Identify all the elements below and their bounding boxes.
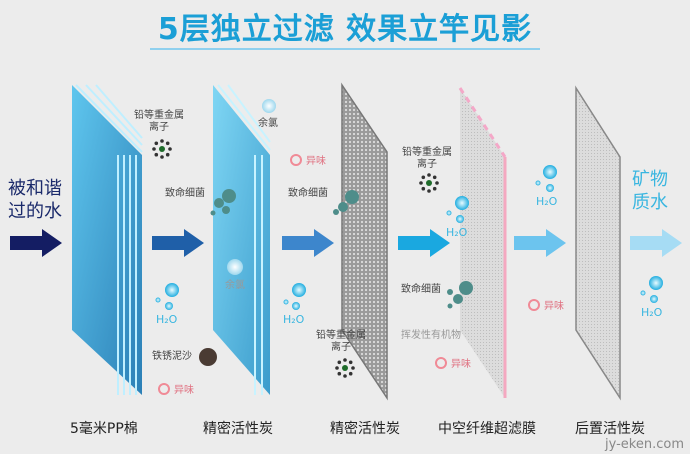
bacteria-note: 致命细菌 [288, 188, 328, 199]
post-carbon-filter [575, 85, 621, 401]
odor-note: 异味 [290, 152, 326, 167]
stage-label-carbon-1: 精密活性炭 [203, 421, 273, 437]
rust-note: 铁锈泥沙 [152, 351, 192, 362]
flow-arrow-icon [10, 229, 62, 257]
chlorine-note: 余氯 [258, 118, 278, 129]
voc-note: 挥发性有机物 [401, 330, 461, 341]
flow-arrow-icon [514, 229, 566, 257]
odor-note: 异味 [158, 381, 194, 396]
odor-note: 异味 [435, 355, 471, 370]
chlorine-note: 余氯 [225, 280, 245, 291]
heavy-metal-note: 铅等重金属离子 [134, 110, 184, 134]
heavy-metal-icon [152, 139, 172, 159]
note-line: 离子 [149, 122, 169, 133]
flow-arrow-icon [630, 229, 682, 257]
bacteria-icon [333, 190, 359, 215]
stage-label-pp: 5毫米PP棉 [70, 421, 138, 437]
water-molecule-icon [535, 165, 557, 192]
carbon-filter-2 [341, 82, 388, 401]
chlorine-icon [262, 99, 276, 113]
water-molecule-icon [640, 276, 663, 303]
h2o-label: H₂O [536, 195, 558, 208]
note-line: 离子 [417, 159, 437, 170]
note-line: 铅等重金属 [402, 147, 452, 158]
flow-arrow-icon [152, 229, 204, 257]
title-underline [150, 48, 540, 50]
bacteria-note: 致命细菌 [401, 284, 441, 295]
heavy-metal-icon [335, 358, 355, 378]
h2o-label: H₂O [156, 313, 178, 326]
input-label-line: 被和谐 [8, 178, 62, 199]
heavy-metal-note: 铅等重金属离子 [316, 330, 366, 354]
note-line: 铅等重金属 [134, 110, 184, 121]
bacteria-note: 致命细菌 [165, 188, 205, 199]
note-line: 离子 [331, 342, 351, 353]
flow-arrow-icon [282, 229, 334, 257]
odor-note: 异味 [528, 297, 564, 312]
stage-label-post-carbon: 后置活性炭 [575, 421, 645, 437]
output-water-label: 矿物 质水 [632, 168, 668, 214]
bacteria-icon [210, 189, 236, 216]
bacteria-icon [447, 281, 473, 309]
stage-label-hollow-fiber: 中空纤维超滤膜 [438, 421, 536, 437]
carbon-filter-1 [213, 84, 271, 395]
hollow-fiber-membrane [458, 87, 507, 398]
chlorine-icon [227, 259, 243, 275]
water-molecule-icon [283, 283, 306, 310]
page-title: 5层独立过滤 效果立竿见影 [157, 12, 533, 47]
output-label-line: 矿物 [632, 169, 668, 190]
flow-arrow-icon [398, 229, 450, 257]
water-molecule-icon [155, 283, 179, 310]
h2o-label: H₂O [446, 226, 468, 239]
heavy-metal-note: 铅等重金属离子 [402, 147, 452, 171]
water-molecule-icon [446, 196, 469, 223]
input-water-label: 被和谐 过的水 [8, 177, 62, 223]
pp-cotton-filter [72, 84, 143, 395]
heavy-metal-icon [419, 173, 439, 193]
watermark: jy-eken.com [605, 437, 684, 452]
h2o-label: H₂O [641, 306, 663, 319]
rust-icon [199, 348, 217, 366]
stage-label-carbon-2: 精密活性炭 [330, 421, 400, 437]
output-label-line: 质水 [632, 192, 668, 213]
input-label-line: 过的水 [8, 201, 62, 222]
note-line: 铅等重金属 [316, 330, 366, 341]
h2o-label: H₂O [283, 313, 305, 326]
